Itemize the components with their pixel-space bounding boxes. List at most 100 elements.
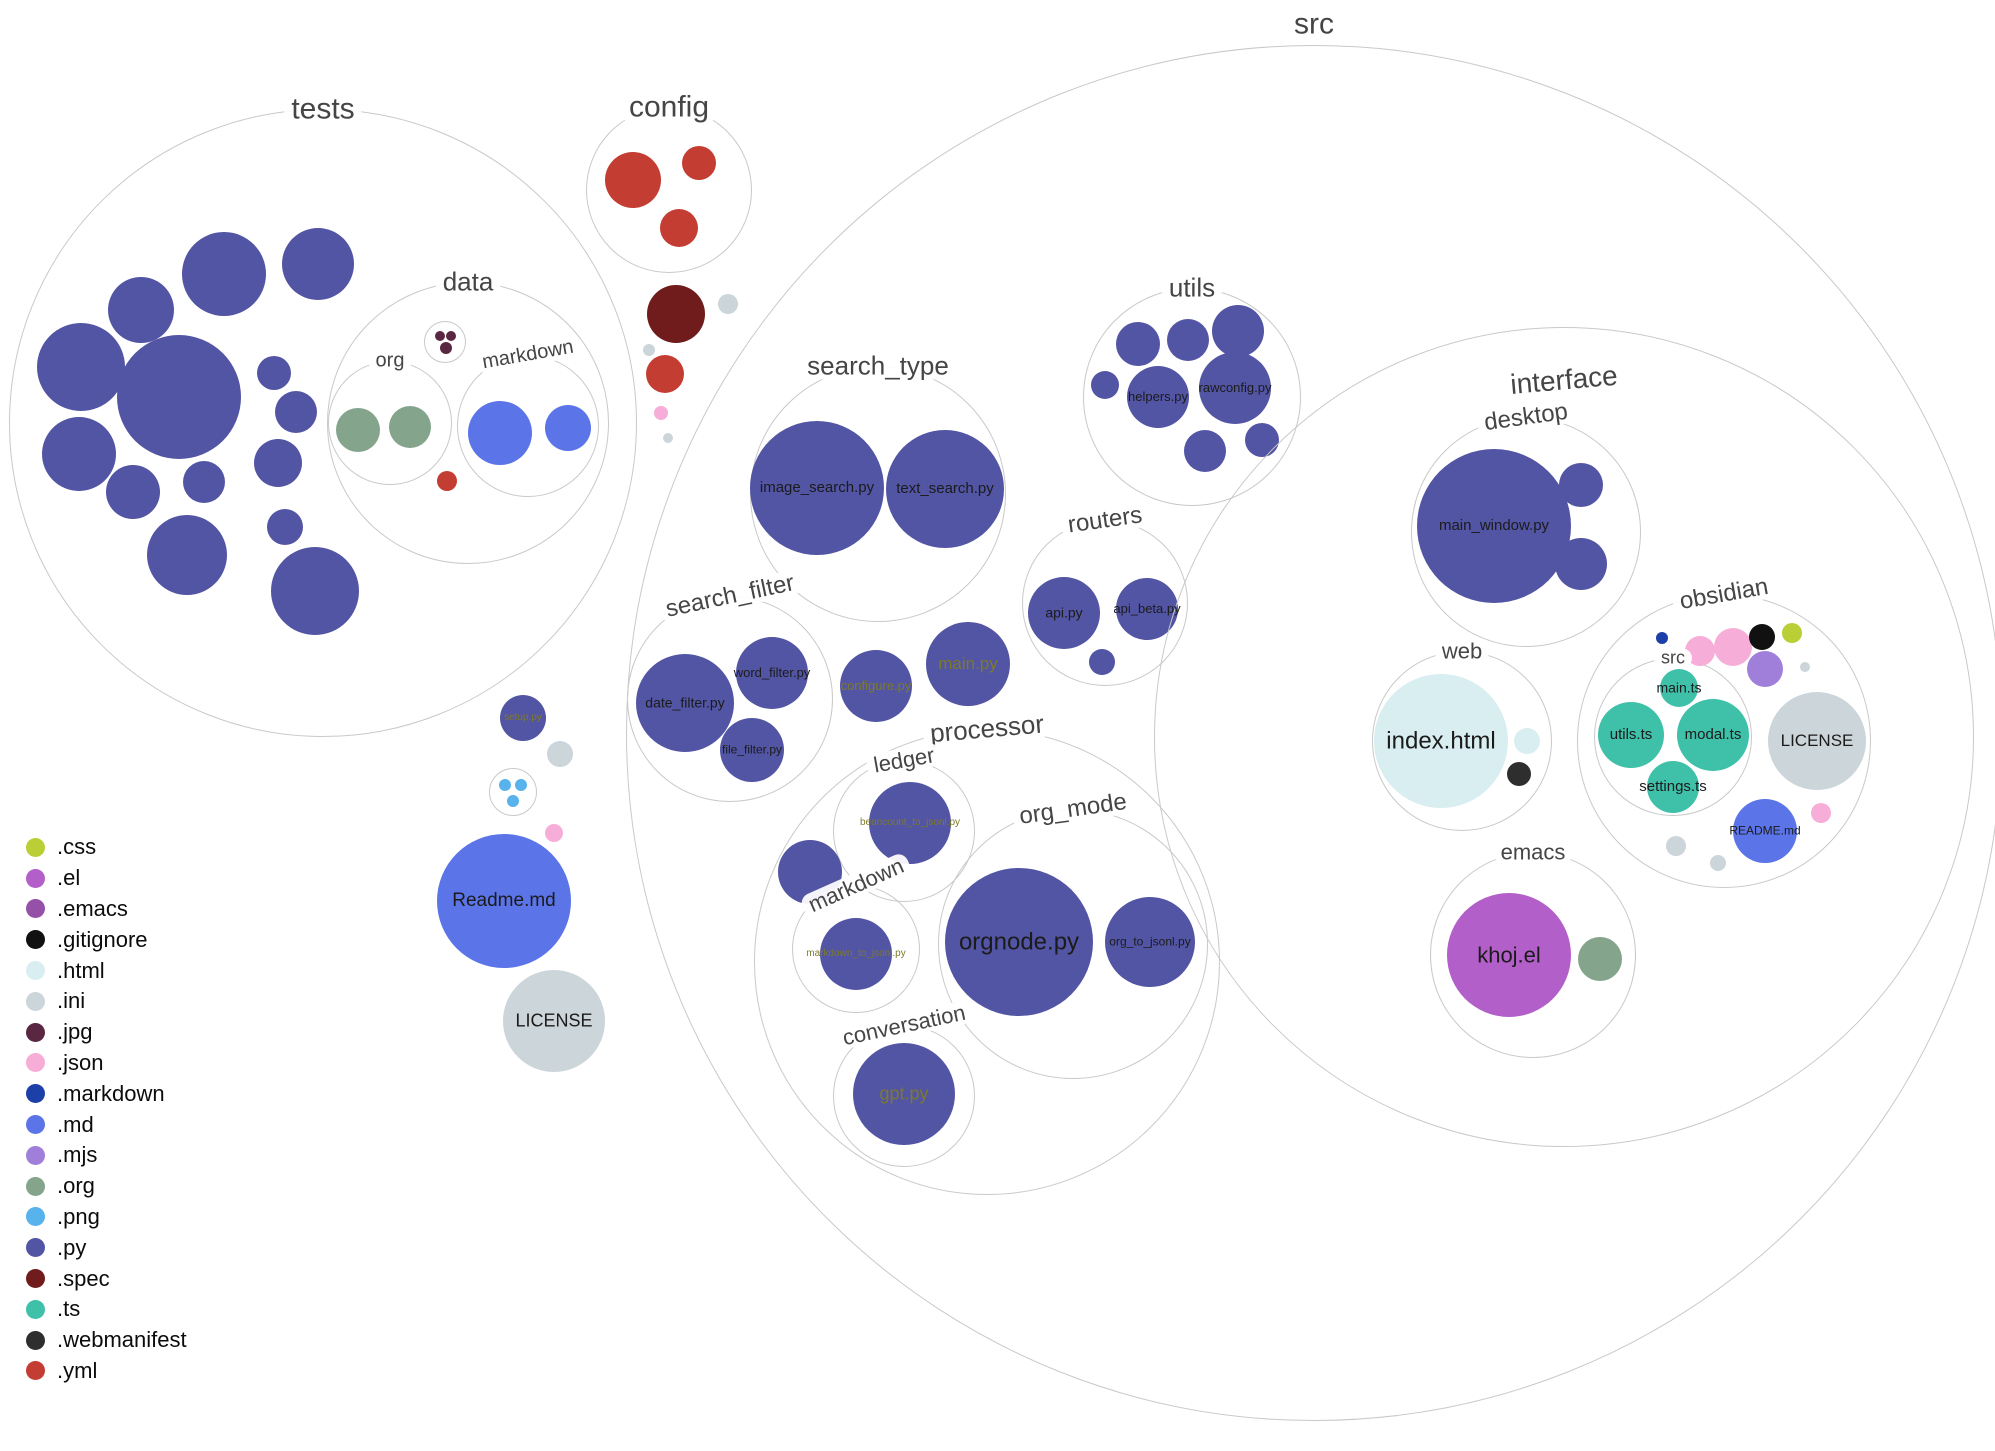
file-root-png-3[interactable] [507, 795, 519, 807]
file-root-ini-4[interactable] [547, 741, 573, 767]
file-org-to-jsonl-py-label: org_to_jsonl.py [1109, 934, 1191, 949]
file-obsidian-license[interactable] [1768, 692, 1866, 790]
file-obsidian-mjs[interactable] [1747, 651, 1783, 687]
file-tests-py-9[interactable] [106, 465, 160, 519]
file-tests-py-14[interactable] [271, 547, 359, 635]
legend-swatch-jpg-icon [26, 1022, 45, 1042]
file-obsidian-ini-3[interactable] [1800, 662, 1810, 672]
folder-src-label: src [1287, 8, 1341, 40]
file-setup-py[interactable] [500, 695, 546, 741]
file-gpt-py-label: gpt.py [879, 1083, 929, 1104]
file-config-yml-2[interactable] [682, 146, 716, 180]
file-khoj-el[interactable] [1447, 893, 1571, 1017]
file-utils-py-4[interactable] [1184, 430, 1226, 472]
file-obsidian-markdown-dot[interactable] [1656, 632, 1668, 644]
file-root-json-1[interactable] [654, 406, 668, 420]
legend-item-webmanifest: .webmanifest [26, 1325, 187, 1356]
file-main-py[interactable] [926, 622, 1010, 706]
file-root-ini-2[interactable] [643, 344, 655, 356]
file-obsidian-json-3[interactable] [1811, 803, 1831, 823]
file-index-html[interactable] [1374, 674, 1508, 808]
file-file-filter-py[interactable] [720, 718, 784, 782]
file-data-jpg-3[interactable] [440, 342, 452, 354]
file-tests-py-10[interactable] [183, 461, 225, 503]
file-tests-py-8[interactable] [42, 417, 116, 491]
file-data-yml[interactable] [437, 471, 457, 491]
file-tests-py-6[interactable] [257, 356, 291, 390]
folder-interface[interactable] [1154, 327, 1974, 1147]
file-org-to-jsonl-py[interactable] [1105, 897, 1195, 987]
file-obsidian-ini-1[interactable] [1666, 836, 1686, 856]
file-markdown-to-jsonl-py[interactable] [820, 918, 892, 990]
file-root-png-2[interactable] [515, 779, 527, 791]
folder-data-label: data [435, 268, 501, 296]
file-desktop-py-2[interactable] [1555, 538, 1607, 590]
file-orgnode-py[interactable] [945, 868, 1093, 1016]
file-tests-py-1[interactable] [182, 232, 266, 316]
folder-src[interactable] [626, 45, 1995, 1421]
file-image-search-py[interactable] [750, 421, 884, 555]
file-utils-py-1[interactable] [1116, 322, 1160, 366]
file-config-yml-3[interactable] [660, 209, 698, 247]
file-tests-py-5[interactable] [117, 335, 241, 459]
file-license[interactable] [503, 970, 605, 1072]
legend-swatch-py-icon [26, 1238, 45, 1258]
file-desktop-py-1[interactable] [1559, 463, 1603, 507]
file-utils-py-6[interactable] [1091, 371, 1119, 399]
file-rawconfig-py[interactable] [1199, 352, 1271, 424]
file-tests-py-4[interactable] [37, 323, 125, 411]
file-tests-py-7[interactable] [275, 391, 317, 433]
file-beancount-to-jsonl-py[interactable] [869, 782, 951, 864]
file-configure-py[interactable] [840, 650, 912, 722]
legend-item-markdown: .markdown [26, 1078, 187, 1109]
file-root-json-2[interactable] [545, 824, 563, 842]
file-readme-md[interactable] [437, 834, 571, 968]
file-obsidian-gitignore[interactable] [1749, 624, 1775, 650]
file-index-html-label: index.html [1386, 727, 1496, 755]
file-data-jpg-1[interactable] [435, 331, 445, 341]
file-data-org-1[interactable] [336, 408, 380, 452]
file-root-png-1[interactable] [499, 779, 511, 791]
file-data-jpg-2[interactable] [446, 331, 456, 341]
file-text-search-py[interactable] [886, 430, 1004, 548]
file-web-html-dot[interactable] [1514, 728, 1540, 754]
file-root-ini-1[interactable] [718, 294, 738, 314]
file-root-yml[interactable] [646, 355, 684, 393]
folder-data-jpg-folder[interactable] [424, 321, 466, 363]
file-data-md-2[interactable] [545, 405, 591, 451]
file-root-ini-3[interactable] [663, 433, 673, 443]
file-web-webmanifest[interactable] [1507, 762, 1531, 786]
file-emacs-org[interactable] [1578, 937, 1622, 981]
file-gpt-py[interactable] [853, 1043, 955, 1145]
file-utils-py-2[interactable] [1167, 319, 1209, 361]
file-helpers-py[interactable] [1127, 366, 1189, 428]
file-utils-ts[interactable] [1598, 702, 1664, 768]
folder-tests-label: tests [284, 93, 362, 125]
file-root-spec[interactable] [647, 285, 705, 343]
file-word-filter-py[interactable] [736, 637, 808, 709]
file-settings-ts[interactable] [1647, 761, 1699, 813]
file-main-window-py[interactable] [1417, 449, 1571, 603]
file-modal-ts[interactable] [1677, 699, 1749, 771]
file-tests-py-11[interactable] [254, 439, 302, 487]
file-data-org-2[interactable] [389, 406, 431, 448]
file-obsidian-ini-2[interactable] [1710, 855, 1726, 871]
file-api-py[interactable] [1028, 577, 1100, 649]
file-utils-py-3[interactable] [1212, 305, 1264, 357]
file-tests-py-3[interactable] [108, 277, 174, 343]
folder-root-png-folder[interactable] [489, 768, 537, 816]
file-tests-py-12[interactable] [147, 515, 227, 595]
file-tests-py-13[interactable] [267, 509, 303, 545]
file-main-ts[interactable] [1660, 669, 1698, 707]
file-data-md-1[interactable] [468, 401, 532, 465]
file-config-yml-1[interactable] [605, 152, 661, 208]
file-date-filter-py[interactable] [636, 654, 734, 752]
file-obsidian-json-2[interactable] [1714, 628, 1752, 666]
file-date-filter-py-label: date_filter.py [645, 694, 725, 711]
file-tests-py-2[interactable] [282, 228, 354, 300]
file-obsidian-css[interactable] [1782, 623, 1802, 643]
file-routers-py-1[interactable] [1089, 649, 1115, 675]
file-obsidian-readme-label: README.md [1729, 823, 1801, 838]
file-obsidian-readme[interactable] [1733, 799, 1797, 863]
